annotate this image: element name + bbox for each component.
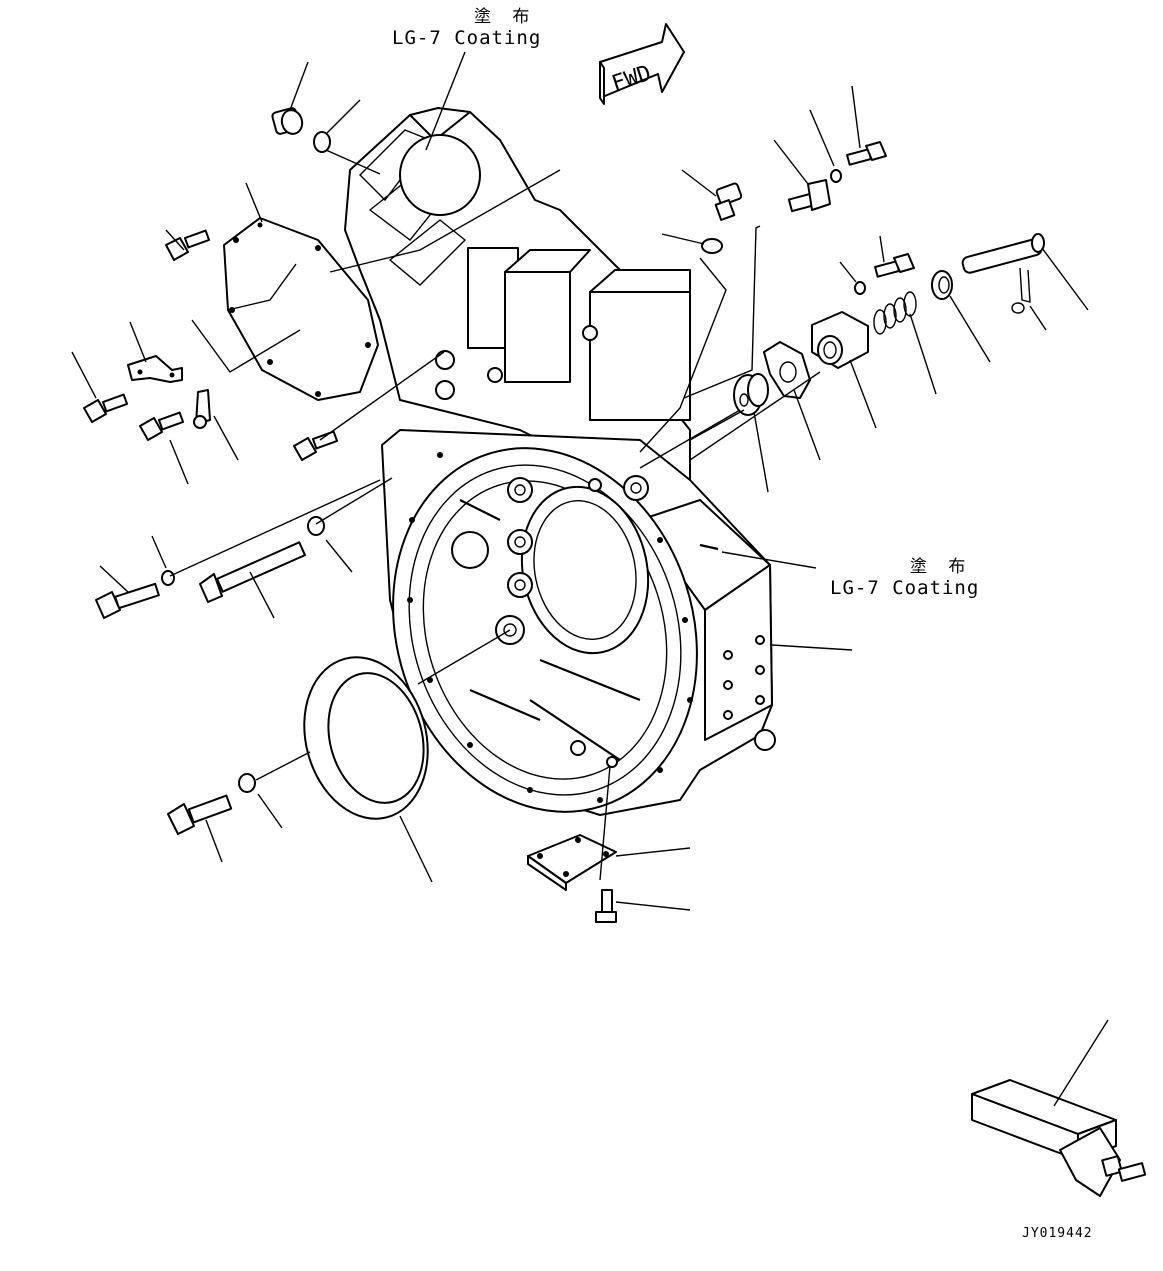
bolt xyxy=(854,253,915,295)
bolt xyxy=(293,430,339,461)
gear xyxy=(733,373,769,416)
bolt xyxy=(167,773,256,835)
plug xyxy=(271,107,331,153)
sensor xyxy=(787,169,842,213)
bolt xyxy=(139,411,185,441)
spring xyxy=(873,291,917,335)
clip-bracket xyxy=(193,389,211,429)
seal-ring xyxy=(931,270,953,300)
breather-plug xyxy=(701,182,743,254)
bolt xyxy=(846,141,887,166)
coating-note-top-jp: 塗 布 xyxy=(474,7,538,27)
oil-seal xyxy=(303,656,429,820)
bolt xyxy=(95,570,175,619)
drawing-code: JY019442 xyxy=(1022,1226,1093,1241)
fwd-arrow-icon: FWD xyxy=(599,23,685,105)
bolt xyxy=(595,889,617,923)
leader-lines xyxy=(71,51,1109,1107)
bolt xyxy=(83,393,129,423)
stud-bolt xyxy=(199,516,325,603)
special-tool xyxy=(971,1079,1147,1197)
pin xyxy=(961,233,1045,274)
valve-housing xyxy=(811,311,869,369)
cover-plate xyxy=(223,217,379,401)
cotter-pin xyxy=(1011,267,1031,314)
coating-note-right-jp: 塗 布 xyxy=(910,557,974,577)
bracket xyxy=(127,355,183,383)
bolt xyxy=(165,229,211,261)
gasket xyxy=(763,341,811,399)
coating-note-top-en: LG-7 Coating xyxy=(392,27,542,49)
inspection-cover xyxy=(527,834,617,891)
flywheel-housing xyxy=(344,107,776,816)
coating-note-right-en: LG-7 Coating xyxy=(830,577,980,599)
